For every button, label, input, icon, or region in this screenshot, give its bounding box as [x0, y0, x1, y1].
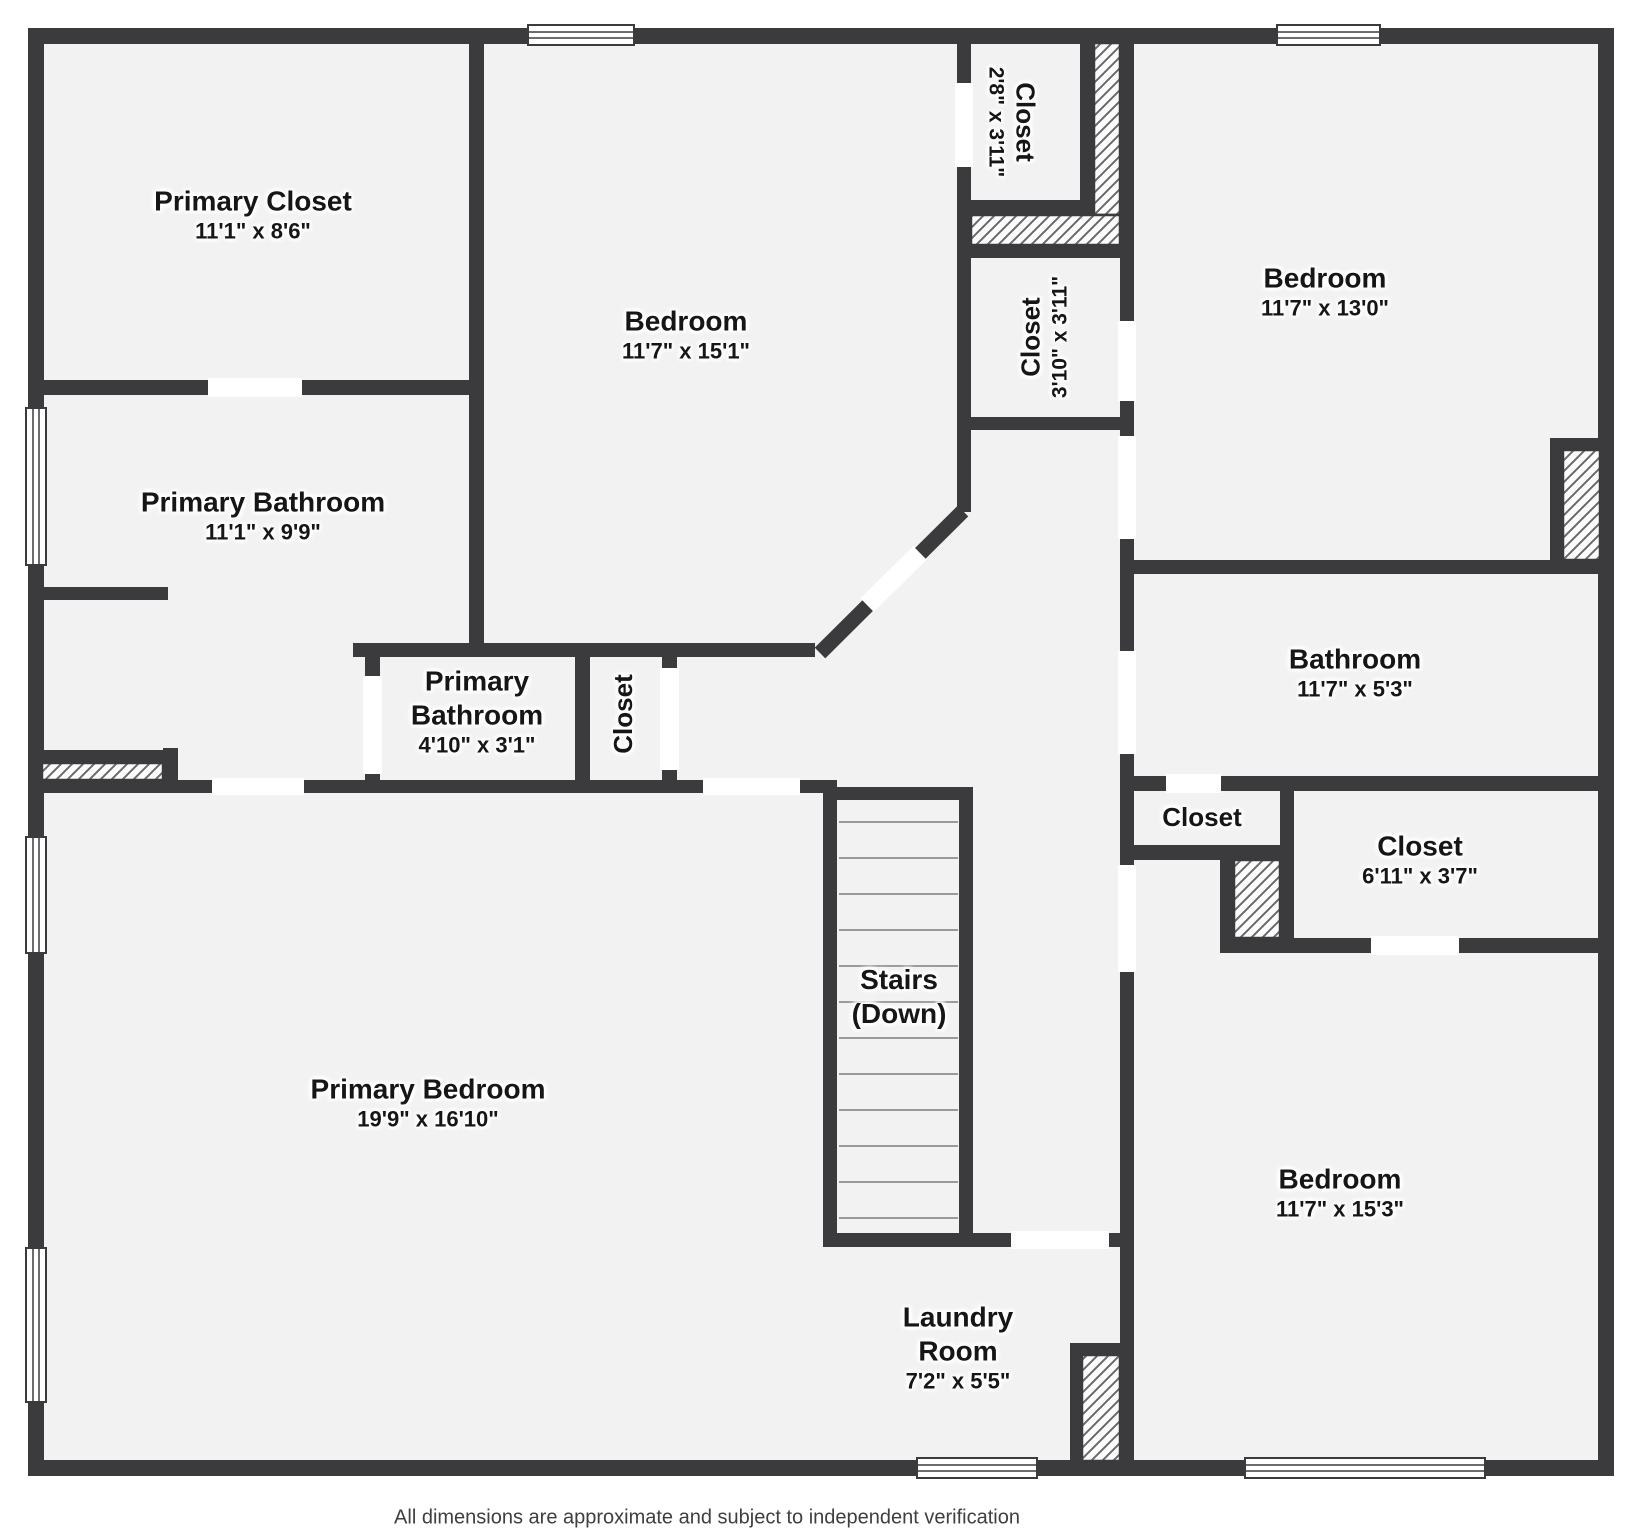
room-label-primary-bedroom: Primary Bedroom 19'9" x 16'10"	[311, 1073, 546, 1134]
room-dims: 11'1" x 8'6"	[195, 218, 311, 244]
room-label-stairs: Stairs (Down)	[843, 963, 955, 1031]
room-dims: 11'7" x 5'3"	[1297, 676, 1413, 702]
room-dims: 11'1" x 9'9"	[205, 519, 321, 545]
disclaimer-text: All dimensions are approximate and subje…	[394, 1506, 1020, 1529]
room-label-closet-linen: Closet	[1162, 802, 1241, 834]
stairs-treads	[839, 821, 958, 1219]
room-name: Closet	[1377, 830, 1463, 862]
room-label-bedroom-top-right: Bedroom 11'7" x 13'0"	[1261, 262, 1389, 323]
room-dims: 6'11" x 3'7"	[1362, 863, 1478, 889]
angled-door-opening	[860, 546, 927, 612]
room-name: Closet	[608, 674, 639, 754]
room-name: Bedroom	[624, 305, 748, 337]
room-label-closet-mid: Closet	[608, 674, 640, 753]
room-dims: 11'7" x 13'0"	[1261, 295, 1389, 321]
room-label-closet-310: Closet 3'10" x 3'11"	[1015, 276, 1072, 398]
room-label-primary-bathroom: Primary Bathroom 11'1" x 9'9"	[141, 486, 385, 547]
windows	[25, 24, 1486, 1479]
room-label-bedroom-top: Bedroom 11'7" x 15'1"	[622, 305, 750, 366]
room-label-laundry: Laundry Room 7'2" x 5'5"	[883, 1300, 1033, 1395]
room-name: Bathroom	[1288, 643, 1422, 675]
floor-footprint	[28, 28, 1614, 1476]
room-name: Closet	[1010, 82, 1041, 162]
room-name: Closet	[1015, 297, 1046, 377]
room-dims: 3'10" x 3'11"	[1048, 275, 1072, 399]
room-name: Laundry Room	[902, 1301, 1014, 1367]
room-dims: 7'2" x 5'5"	[905, 1368, 1011, 1394]
room-name: Primary Bathroom	[410, 665, 544, 731]
room-dims: 11'7" x 15'1"	[622, 338, 750, 364]
room-label-primary-bathroom-small: Primary Bathroom 4'10" x 3'1"	[388, 664, 566, 759]
room-name: Primary Bathroom	[140, 486, 386, 518]
room-dims: 19'9" x 16'10"	[357, 1106, 499, 1132]
door-openings	[208, 83, 1459, 1249]
room-name: Stairs (Down)	[851, 963, 947, 1029]
room-dims: 2'8" x 3'11"	[984, 66, 1008, 178]
room-name: Bedroom	[1278, 1163, 1402, 1195]
room-name: Primary Closet	[154, 185, 352, 217]
room-label-primary-closet: Primary Closet 11'1" x 8'6"	[154, 185, 352, 246]
room-label-bathroom: Bathroom 11'7" x 5'3"	[1289, 643, 1421, 704]
room-dims: 4'10" x 3'1"	[418, 732, 536, 758]
room-name: Closet	[1162, 802, 1242, 833]
hatched-chases	[40, 41, 1602, 1463]
room-dims: 11'7" x 15'3"	[1276, 1196, 1404, 1222]
room-name: Bedroom	[1263, 262, 1387, 294]
room-name: Primary Bedroom	[310, 1073, 546, 1105]
room-label-bedroom-bottom-right: Bedroom 11'7" x 15'3"	[1276, 1163, 1404, 1224]
room-label-closet-611: Closet 6'11" x 3'7"	[1362, 830, 1478, 891]
room-label-closet-small-top: Closet 2'8" x 3'11"	[983, 66, 1041, 178]
